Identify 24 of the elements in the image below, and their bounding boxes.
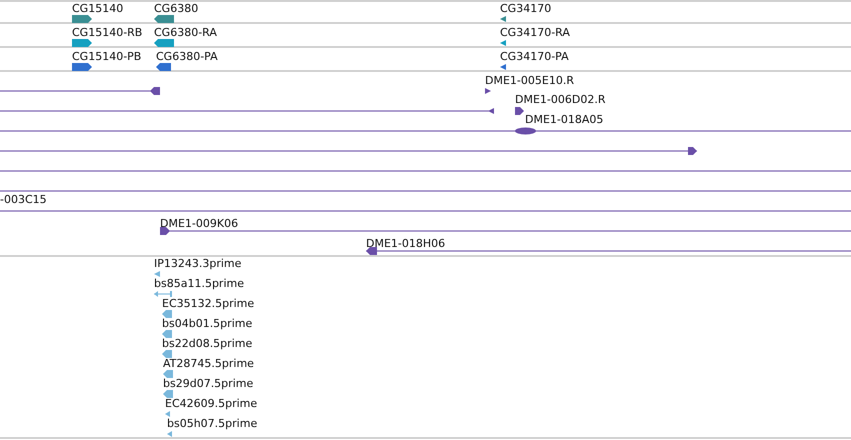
feature-label: EC35132.5prime bbox=[162, 297, 254, 310]
feature-label: CG6380-RA bbox=[154, 26, 217, 39]
feature-label: DME1-009K06 bbox=[160, 217, 238, 230]
feature-label: DME1-006D02.R bbox=[515, 93, 606, 106]
feature-label: bs29d07.5prime bbox=[163, 377, 254, 390]
feature-label: CG34170 bbox=[500, 2, 552, 15]
feature-label: DME1-018A05 bbox=[525, 113, 604, 126]
feature-label: AT28745.5prime bbox=[163, 357, 254, 370]
feature-label: bs05h07.5prime bbox=[167, 417, 258, 430]
feature-label: -003C15 bbox=[0, 193, 47, 206]
feature-label: CG34170-PA bbox=[500, 50, 569, 63]
feature-label: bs04b01.5prime bbox=[162, 317, 252, 330]
feature-label: CG6380-PA bbox=[156, 50, 218, 63]
feature-label: DME1-018H06 bbox=[366, 237, 446, 250]
feature-label: CG34170-RA bbox=[500, 26, 570, 39]
feature-label: bs85a11.5prime bbox=[154, 277, 244, 290]
feature-label: CG15140-RB bbox=[72, 26, 142, 39]
feature-label: CG15140 bbox=[72, 2, 124, 15]
feature-label: CG6380 bbox=[154, 2, 198, 15]
feature-label: bs22d08.5prime bbox=[162, 337, 252, 350]
feature-label: CG15140-PB bbox=[72, 50, 142, 63]
feature-label: EC42609.5prime bbox=[165, 397, 258, 410]
feature-label: IP13243.3prime bbox=[154, 257, 242, 270]
feature-label: DME1-005E10.R bbox=[485, 74, 574, 87]
